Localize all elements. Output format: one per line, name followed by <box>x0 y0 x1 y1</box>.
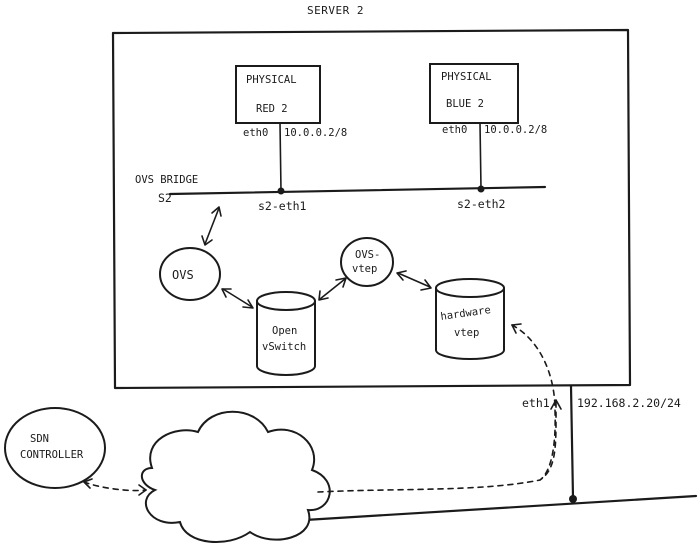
hw-vtep-label-line2: vtep <box>454 327 479 339</box>
bridge-name: S2 <box>158 191 172 205</box>
dashed-cloud-eth1 <box>317 401 557 493</box>
arrowhead-ovsdb-right <box>242 299 254 309</box>
host-red-line2: RED 2 <box>256 103 288 115</box>
bridge-label: OVS BRIDGE <box>135 174 198 186</box>
hw-vtep-cylinder-top <box>435 278 505 298</box>
eth1-ip: 192.168.2.20/24 <box>577 396 681 410</box>
ovsdb-cylinder-body <box>256 301 316 376</box>
bridge-port-dot-2 <box>477 185 485 193</box>
arrow-bridge-ovs <box>204 207 220 245</box>
host-red-link <box>279 122 282 192</box>
eth1-uplink <box>569 384 575 500</box>
arrowhead-dashed-hwvtep <box>511 323 522 334</box>
sdn-controller-line2: CONTROLLER <box>20 449 84 461</box>
ovs-bridge-line <box>168 185 547 196</box>
arrowhead-ovs-down <box>201 235 213 246</box>
server-title: SERVER 2 <box>307 4 364 17</box>
sdn-controller-node <box>4 407 106 489</box>
dashed-controller-cloud <box>83 481 147 492</box>
host-blue-box <box>429 63 519 124</box>
arrow-ovs-ovsdb <box>222 288 253 308</box>
host-blue-line2: BLUE 2 <box>446 98 484 110</box>
bridge-port-1-label: s2-eth1 <box>258 199 307 213</box>
host-blue-ip: 10.0.0.2/8 <box>484 124 547 136</box>
physical-network-line <box>303 494 698 522</box>
host-red-ip: 10.0.0.2/8 <box>284 127 347 139</box>
bridge-port-2-label: s2-eth2 <box>457 197 505 211</box>
arrow-ovsdb-ovsvtep <box>319 278 346 300</box>
host-red-box <box>235 65 321 124</box>
ovs-node <box>159 247 221 301</box>
host-blue-iface: eth0 <box>442 124 467 136</box>
ovsdb-cylinder-top <box>256 291 316 311</box>
host-blue-line1: PHYSICAL <box>441 71 492 83</box>
server-box <box>111 28 632 390</box>
sdn-controller-line1: SDN <box>30 433 49 445</box>
arrowhead-eth1 <box>550 399 562 410</box>
ovsdb-label-line2: vSwitch <box>262 341 306 353</box>
ovs-label: OVS <box>172 268 194 282</box>
eth1-label: eth1 <box>522 396 550 410</box>
hw-vtep-cylinder-body <box>435 288 505 360</box>
host-red-iface: eth0 <box>243 127 268 139</box>
ovsdb-label-line1: Open <box>272 325 297 337</box>
arrowhead-ovsdb-left <box>221 288 232 298</box>
ovs-vtep-node <box>340 237 394 287</box>
arrowhead-ovsvtep-lower <box>318 290 329 301</box>
arrowhead-ovsvtep-upper <box>335 277 347 288</box>
dashed-hwvtep-eth1 <box>511 324 556 481</box>
arrowhead-controller <box>83 478 93 489</box>
ovs-vtep-label-line2: vtep <box>352 263 377 275</box>
host-blue-link <box>479 122 482 190</box>
network-cloud <box>140 410 331 544</box>
bridge-port-dot-1 <box>277 187 285 195</box>
host-red-line1: PHYSICAL <box>246 74 297 86</box>
arrowhead-hwvtep-right <box>420 279 432 291</box>
arrowhead-hwvtep-left <box>396 270 407 281</box>
ovs-vtep-label-line1: OVS- <box>355 249 380 261</box>
network-attach-dot <box>569 495 577 503</box>
arrowhead-ovs-up <box>211 206 222 217</box>
arrow-ovsvtep-hwvtep <box>397 272 431 288</box>
arrowhead-cloud <box>138 484 147 496</box>
